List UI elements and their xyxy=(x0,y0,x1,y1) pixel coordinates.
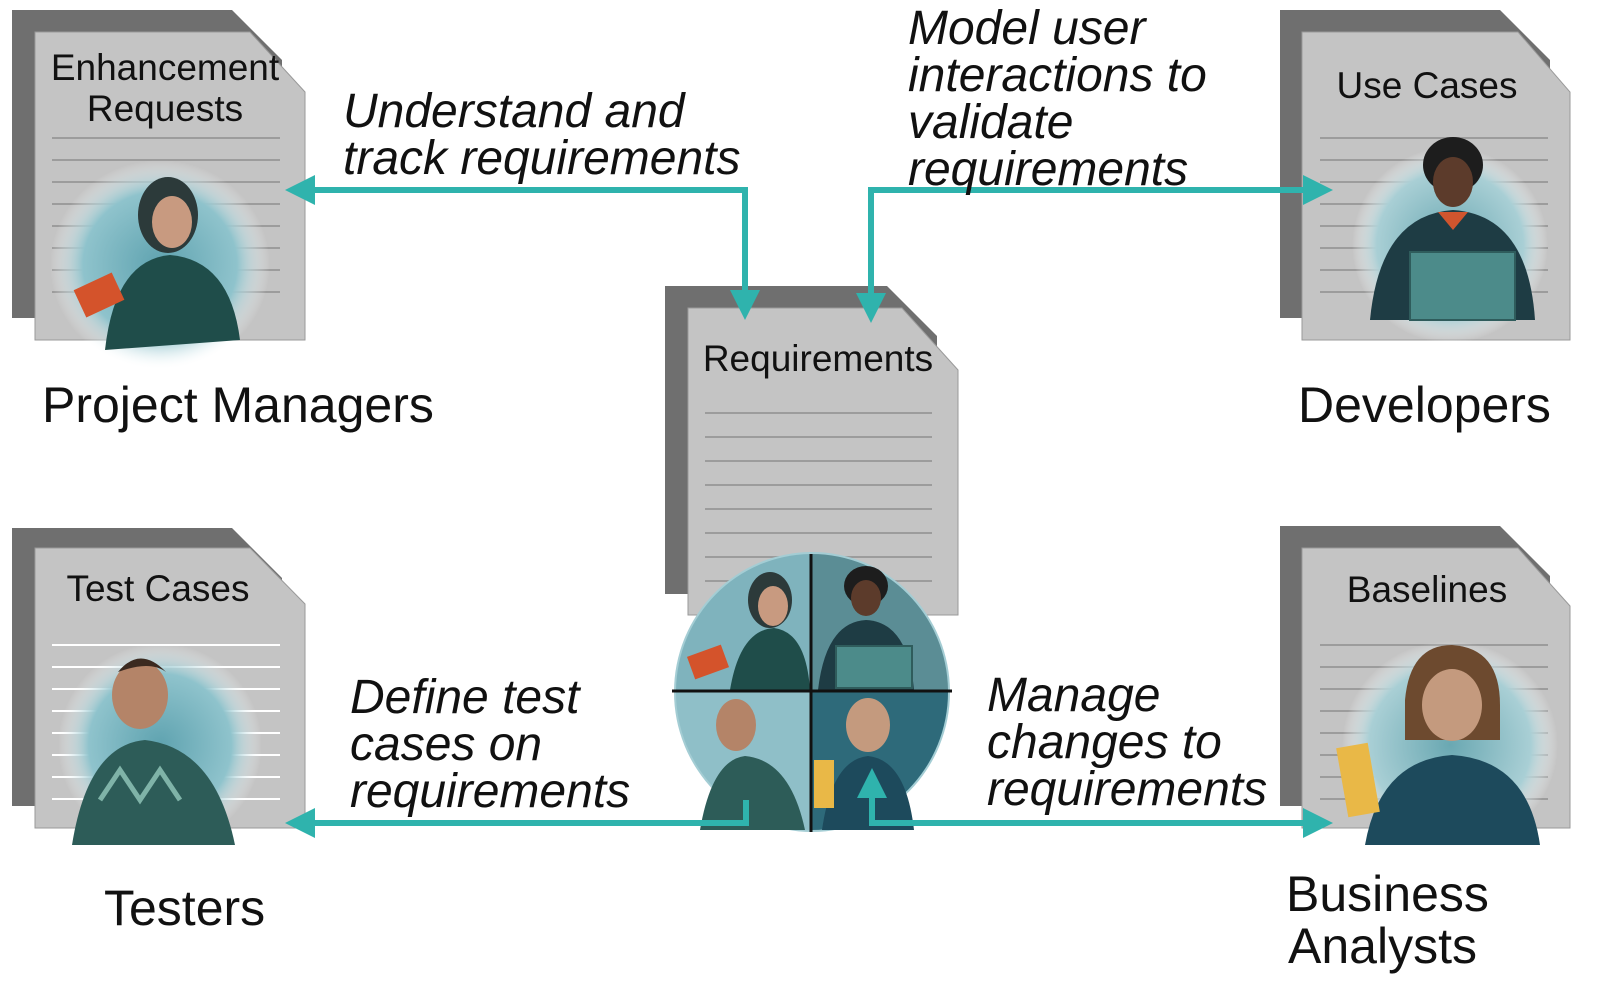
document-title-line2: Requests xyxy=(87,88,243,129)
action-understand-label: Understand and track requirements xyxy=(343,85,740,185)
enhancement-requests-document: Enhancement Requests xyxy=(12,10,306,370)
action-line1: Understand and xyxy=(343,85,686,138)
action-line1: Model user xyxy=(908,2,1147,55)
test-cases-document: Test Cases xyxy=(12,528,306,847)
action-line3: requirements xyxy=(350,765,630,818)
arrow-testers xyxy=(285,800,749,838)
requirements-document: Requirements xyxy=(665,286,959,616)
document-title: Baselines xyxy=(1347,569,1507,610)
action-line4: requirements xyxy=(908,143,1188,196)
person-photo xyxy=(1336,641,1558,849)
role-testers: Testers xyxy=(104,880,265,936)
use-cases-document: Use Cases xyxy=(1280,10,1571,343)
document-title: Test Cases xyxy=(66,568,249,609)
document-title: Requirements xyxy=(703,338,933,379)
arrow-developers xyxy=(856,175,1333,323)
action-model-label: Model user interactions to validate requ… xyxy=(908,2,1207,196)
action-define-tests-label: Define test cases on requirements xyxy=(350,671,630,818)
document-title: Use Cases xyxy=(1337,65,1518,106)
action-manage-changes-label: Manage changes to requirements xyxy=(987,669,1267,816)
action-line2: track requirements xyxy=(343,132,740,185)
action-line2: cases on xyxy=(350,718,542,771)
arrow-business-analysts xyxy=(857,768,1333,838)
role-project-managers: Project Managers xyxy=(42,377,434,433)
person-photo xyxy=(58,643,262,847)
role-developers: Developers xyxy=(1298,377,1551,433)
action-line1: Manage xyxy=(987,669,1160,722)
action-line3: requirements xyxy=(987,763,1267,816)
action-line3: validate xyxy=(908,96,1073,149)
baselines-document: Baselines xyxy=(1280,526,1571,849)
action-line2: changes to xyxy=(987,716,1222,769)
role-business-analysts: Business Analysts xyxy=(1286,866,1489,974)
document-lines xyxy=(705,412,932,582)
action-line2: interactions to xyxy=(908,49,1207,102)
person-photo xyxy=(1352,137,1548,343)
team-collage-photo xyxy=(672,552,952,832)
person-photo xyxy=(50,160,270,370)
connector-arrows xyxy=(285,175,1333,838)
action-line1: Define test xyxy=(350,671,581,724)
role-line2: Analysts xyxy=(1288,918,1477,974)
arrow-project-managers xyxy=(285,175,760,320)
document-title-line1: Enhancement xyxy=(51,47,280,88)
role-line1: Business xyxy=(1286,866,1489,922)
